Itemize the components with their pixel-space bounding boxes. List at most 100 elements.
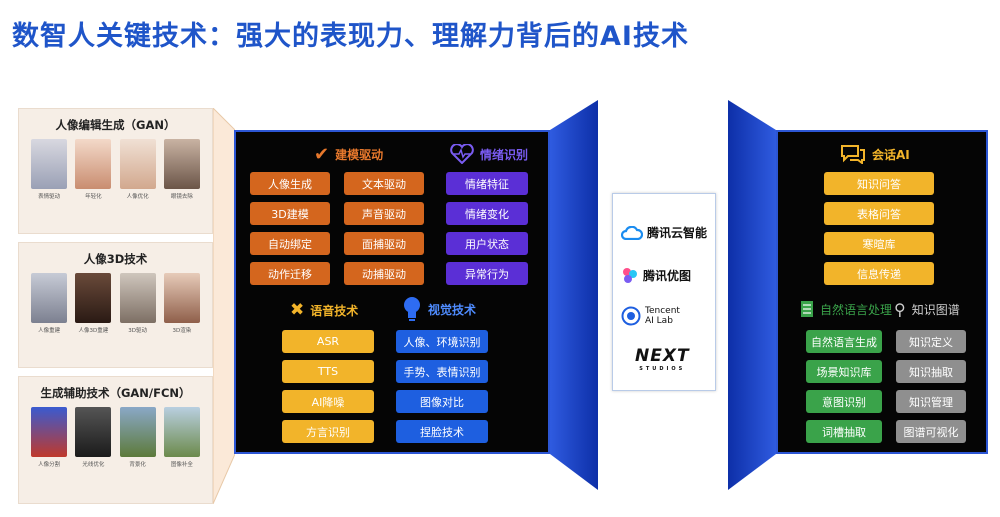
- thumb-3d-render: 3D渲染: [163, 273, 201, 334]
- face-image: [31, 273, 68, 323]
- face-image: [75, 273, 112, 323]
- tag-nlp: 自然语言生成: [806, 330, 882, 353]
- tag-speech: AI降噪: [282, 390, 374, 413]
- face3d-panel: 人像3D技术 人像重建 人像3D重建 3D驱动 3D渲染: [18, 242, 213, 368]
- tag-emotion: 异常行为: [446, 262, 528, 285]
- tag-vision: 图像对比: [396, 390, 488, 413]
- caption: 光线优化: [82, 462, 105, 468]
- next-studios-logo: NEXT STUDIOS: [635, 346, 690, 372]
- tag-kg: 图谱可视化: [896, 420, 966, 443]
- tag-chat: 表格问答: [824, 202, 934, 225]
- logo-text: Tencent: [645, 306, 680, 316]
- thumb-inpaint: 图像补全: [163, 407, 201, 468]
- face-image: [75, 139, 112, 189]
- gan-panel: 人像编辑生成（GAN） 表情驱动 年轻化 人像优化 眼镜去除: [18, 108, 213, 234]
- assist-title: 生成辅助技术（GAN/FCN）: [40, 386, 191, 400]
- face-image: [163, 139, 200, 189]
- cloud-icon: [621, 225, 643, 240]
- tag-modeling: 3D建模: [250, 202, 330, 225]
- tag-kg: 知识管理: [896, 390, 966, 413]
- thumb-glasses: 眼镜去除: [163, 139, 201, 200]
- caption: 3D驱动: [128, 328, 147, 334]
- tag-speech: 方言识别: [282, 420, 374, 443]
- tag-emotion: 情绪变化: [446, 202, 528, 225]
- thumb-light: 光线优化: [74, 407, 112, 468]
- tag-driving: 文本驱动: [344, 172, 424, 195]
- caption: 年轻化: [85, 194, 102, 200]
- tag-chat: 寒暄库: [824, 232, 934, 255]
- caption: 3D渲染: [172, 328, 192, 334]
- thumb-optimize: 人像优化: [119, 139, 157, 200]
- tag-speech: ASR: [282, 330, 374, 353]
- center-tech-panel: ✔ 建模驱动 情绪识别 人像生成 3D建模 自动绑定 动作迁移 文本驱动 声音驱…: [234, 130, 550, 454]
- tag-driving: 声音驱动: [344, 202, 424, 225]
- tencent-cloud-logo: 腾讯云智能: [621, 224, 707, 241]
- tag-nlp: 场景知识库: [806, 360, 882, 383]
- tag-vision: 人像、环境识别: [396, 330, 488, 353]
- heart-pulse-icon: [450, 144, 474, 164]
- scene-image: [163, 407, 200, 457]
- caption: 人像重建: [38, 328, 61, 334]
- assist-panel: 生成辅助技术（GAN/FCN） 人像分割 光线优化 背景化 图像补全: [18, 376, 213, 504]
- caption: 图像补全: [170, 462, 193, 468]
- logo-text: 腾讯云智能: [647, 226, 708, 240]
- tools-icon: ✖: [290, 300, 305, 320]
- logo-text: 腾讯优图: [643, 268, 692, 283]
- vision-title: 视觉技术: [428, 302, 477, 317]
- slide-title: 数智人关键技术：强大的表现力、理解力背后的AI技术: [12, 21, 689, 52]
- chat-ai-header: 会话AI: [840, 144, 910, 164]
- face-image: [31, 407, 68, 457]
- tag-chat: 信息传递: [824, 262, 934, 285]
- speech-title: 语音技术: [310, 303, 359, 318]
- logo-text: AI Lab: [645, 316, 673, 326]
- document-icon: [801, 301, 813, 317]
- nlp-title: 自然语言处理: [820, 302, 893, 317]
- face-image: [119, 139, 156, 189]
- scene-image: [119, 407, 156, 457]
- thumb-3d-rebuild: 人像3D重建: [74, 273, 112, 334]
- logo-text: NEXT: [635, 346, 690, 366]
- caption: 人像分割: [38, 462, 61, 468]
- thumb-background: 背景化: [119, 407, 157, 468]
- tag-emotion: 情绪特征: [446, 172, 528, 195]
- tag-kg: 知识定义: [896, 330, 966, 353]
- lightbulb-icon: [404, 297, 420, 321]
- tag-modeling: 动作迁移: [250, 262, 330, 285]
- magnifier-icon: ⚲: [894, 300, 906, 319]
- youtu-icon: [623, 268, 637, 283]
- thumb-expression: 表情驱动: [30, 139, 68, 200]
- kg-header: ⚲ 知识图谱: [894, 300, 960, 319]
- caption: 背景化: [129, 462, 146, 468]
- thumb-segment: 人像分割: [30, 407, 68, 468]
- gan-title: 人像编辑生成（GAN）: [55, 118, 176, 132]
- modeling-title: 建模驱动: [335, 148, 384, 162]
- right-panel-3d-side: [728, 100, 776, 490]
- tag-nlp: 词槽抽取: [806, 420, 882, 443]
- kg-title: 知识图谱: [911, 303, 960, 317]
- tag-speech: TTS: [282, 360, 374, 383]
- face-image: [163, 273, 200, 323]
- caption: 眼镜去除: [170, 194, 193, 200]
- right-tech-panel: 会话AI 知识问答 表格问答 寒暄库 信息传递 自然语言处理 ⚲ 知识图谱 自然…: [776, 130, 988, 454]
- chat-title: 会话AI: [872, 147, 910, 162]
- thumb-3d-drive: 3D驱动: [119, 273, 157, 334]
- partner-logos: 腾讯云智能 腾讯优图 Tencent AI Lab NEXT STUDIOS: [612, 193, 716, 391]
- logo-text: STUDIOS: [639, 366, 686, 372]
- tag-driving: 面捕驱动: [344, 232, 424, 255]
- youtu-logo: 腾讯优图: [621, 266, 691, 284]
- tag-nlp: 意图识别: [806, 390, 882, 413]
- tag-modeling: 人像生成: [250, 172, 330, 195]
- check-icon: ✔: [314, 144, 330, 165]
- tag-emotion: 用户状态: [446, 232, 528, 255]
- emotion-title: 情绪识别: [480, 147, 529, 162]
- caption: 人像3D重建: [78, 328, 109, 334]
- speech-header: ✖ 语音技术: [290, 300, 358, 320]
- face-image: [75, 407, 112, 457]
- face-image: [31, 139, 68, 189]
- nlp-header: 自然语言处理: [800, 300, 892, 318]
- thumb-rebuild: 人像重建: [30, 273, 68, 334]
- tag-modeling: 自动绑定: [250, 232, 330, 255]
- tag-vision: 捏脸技术: [396, 420, 488, 443]
- panel-3d-side: [550, 100, 598, 490]
- face-image: [119, 273, 156, 323]
